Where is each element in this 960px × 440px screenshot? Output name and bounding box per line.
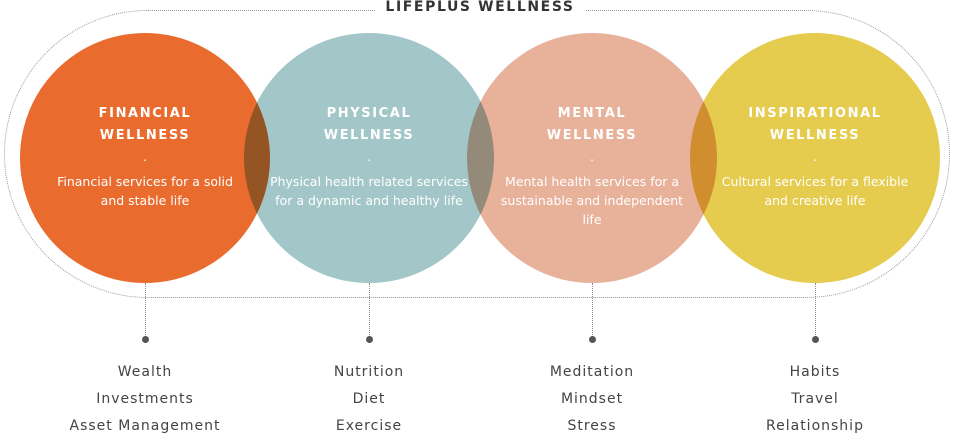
financial-connector-line [145,283,146,339]
list-item: Investments [96,391,194,407]
physical-items: Nutrition Diet Exercise [259,359,479,440]
mental-circle [467,33,717,283]
inspirational-description: Cultural services for a flexible and cre… [721,174,909,208]
financial-circle [20,33,270,283]
mental-connector-line [592,283,593,339]
financial-circle-text: FINANCIAL WELLNESS . Financial services … [20,33,270,283]
inspirational-connector-line [815,283,816,339]
list-item: Diet [352,391,386,407]
financial-connector-bullet [142,336,149,343]
list-item: Wealth [117,364,173,380]
financial-title: FINANCIAL WELLNESS [98,106,192,143]
diagram-title: LIFEPLUS WELLNESS [0,0,960,15]
financial-items: Wealth Investments Asset Management [35,359,255,440]
list-item: Habits [789,364,841,380]
physical-dot: . [367,150,371,164]
physical-title: PHYSICAL WELLNESS [323,106,415,143]
mental-circle-text: MENTAL WELLNESS . Mental health services… [467,33,717,283]
list-item: Relationship [766,418,864,434]
physical-description: Physical health related services for a d… [270,174,468,208]
mental-description: Mental health services for a sustainable… [500,174,684,227]
mental-title: MENTAL WELLNESS [546,106,638,143]
physical-circle-text: PHYSICAL WELLNESS . Physical health rela… [244,33,494,283]
list-item: Asset Management [69,418,221,434]
list-item: Mindset [560,391,624,407]
inspirational-dot: . [813,150,817,164]
mental-dot: . [590,150,594,164]
list-item: Meditation [549,364,635,380]
inspirational-circle [690,33,940,283]
list-item: Travel [791,391,839,407]
physical-connector-line [369,283,370,339]
mental-connector-bullet [589,336,596,343]
physical-circle [244,33,494,283]
physical-connector-bullet [366,336,373,343]
inspirational-title: INSPIRATIONAL WELLNESS [748,106,882,143]
inspirational-circle-text: INSPIRATIONAL WELLNESS . Cultural servic… [690,33,940,283]
list-item: Exercise [335,418,403,434]
list-item: Nutrition [333,364,405,380]
list-item: Stress [567,418,617,434]
inspirational-items: Habits Travel Relationship [705,359,925,440]
mental-items: Meditation Mindset Stress [482,359,702,440]
financial-dot: . [143,150,147,164]
financial-description: Financial services for a solid and stabl… [57,174,233,208]
inspirational-connector-bullet [812,336,819,343]
